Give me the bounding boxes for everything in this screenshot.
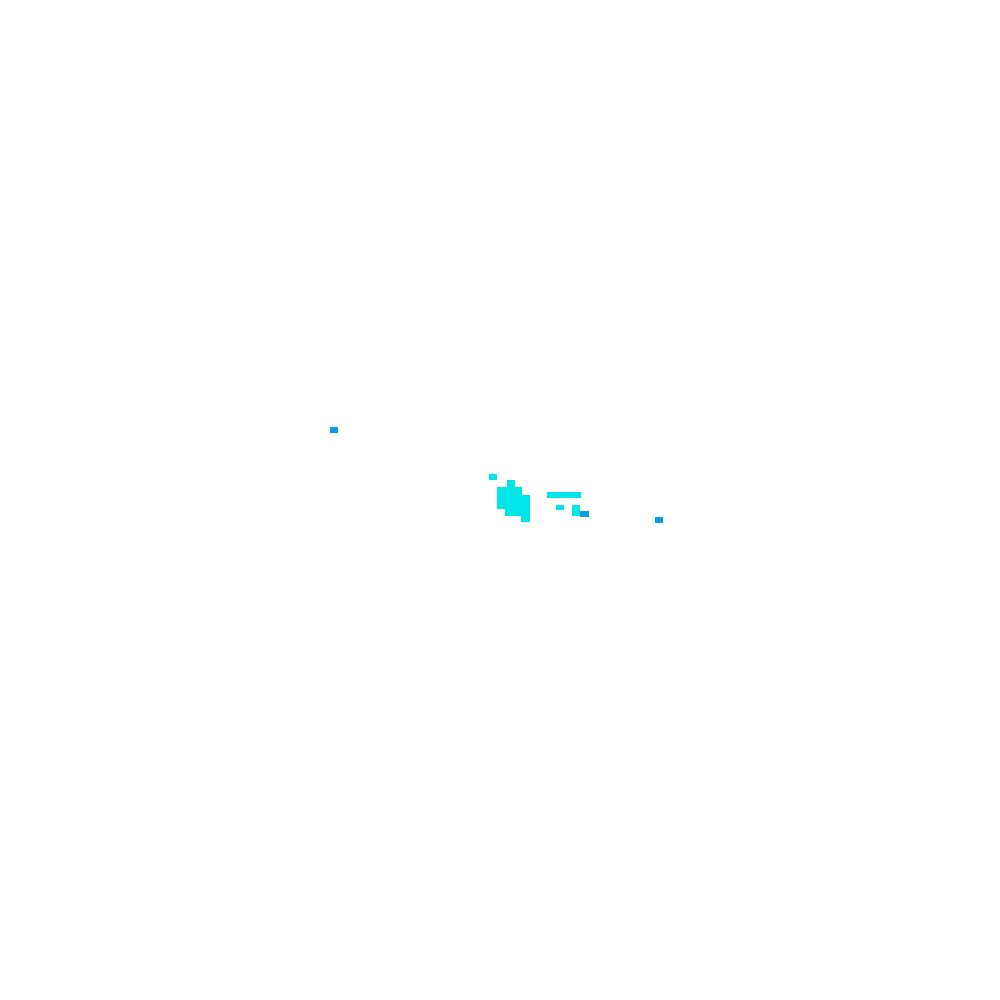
- cyan-pixel: [521, 516, 530, 522]
- blue-dot-icon: [580, 511, 589, 517]
- cyan-pixel: [507, 480, 515, 487]
- blue-dot-icon: [330, 427, 338, 433]
- cyan-pixel: [556, 505, 564, 510]
- cyan-pixel: [497, 495, 530, 503]
- cyan-pixel: [489, 474, 497, 480]
- cyan-pixel: [497, 503, 530, 509]
- cyan-pixel: [572, 511, 580, 516]
- cyan-pixel: [547, 492, 581, 498]
- blue-dot-icon: [655, 517, 663, 523]
- cyan-pixel: [572, 505, 580, 511]
- cyan-pixel: [497, 487, 522, 495]
- cyan-pixel: [505, 509, 530, 516]
